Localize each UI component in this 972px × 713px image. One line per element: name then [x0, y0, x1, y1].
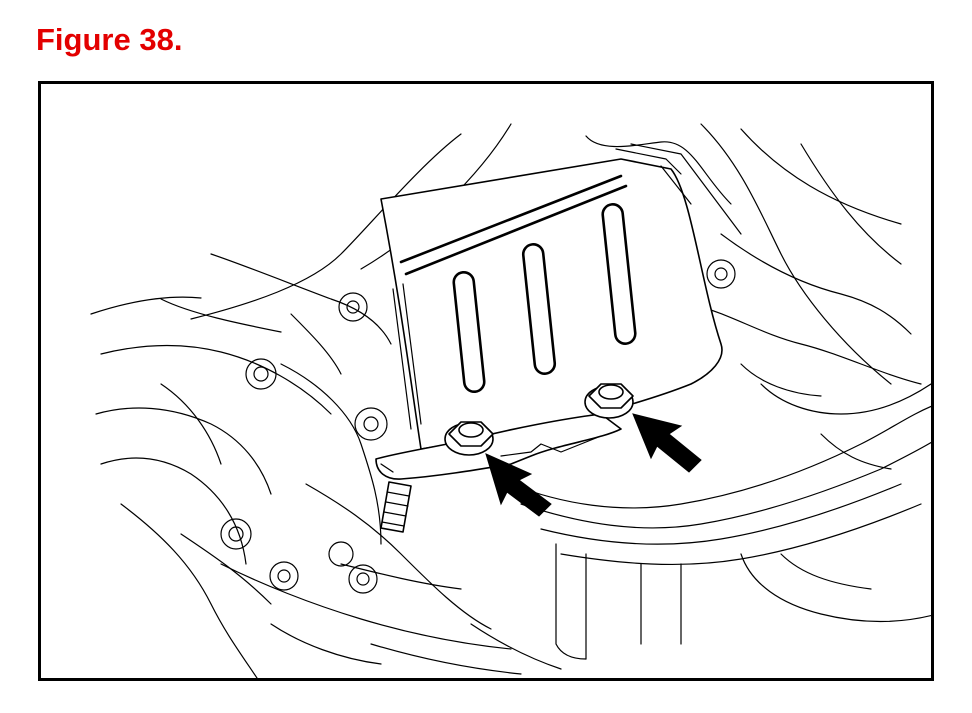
bolt-icon — [584, 383, 634, 419]
case-bolts — [220, 259, 736, 594]
transmission-drawing — [90, 123, 931, 678]
transmission-case — [90, 123, 931, 678]
cover-plate — [380, 143, 742, 450]
arrow-pointer-icon — [485, 453, 552, 517]
figure-frame — [38, 81, 934, 681]
figure-title: Figure 38. — [36, 22, 183, 57]
arrow-pointer-icon — [632, 413, 702, 473]
bolt-icon — [444, 421, 494, 456]
